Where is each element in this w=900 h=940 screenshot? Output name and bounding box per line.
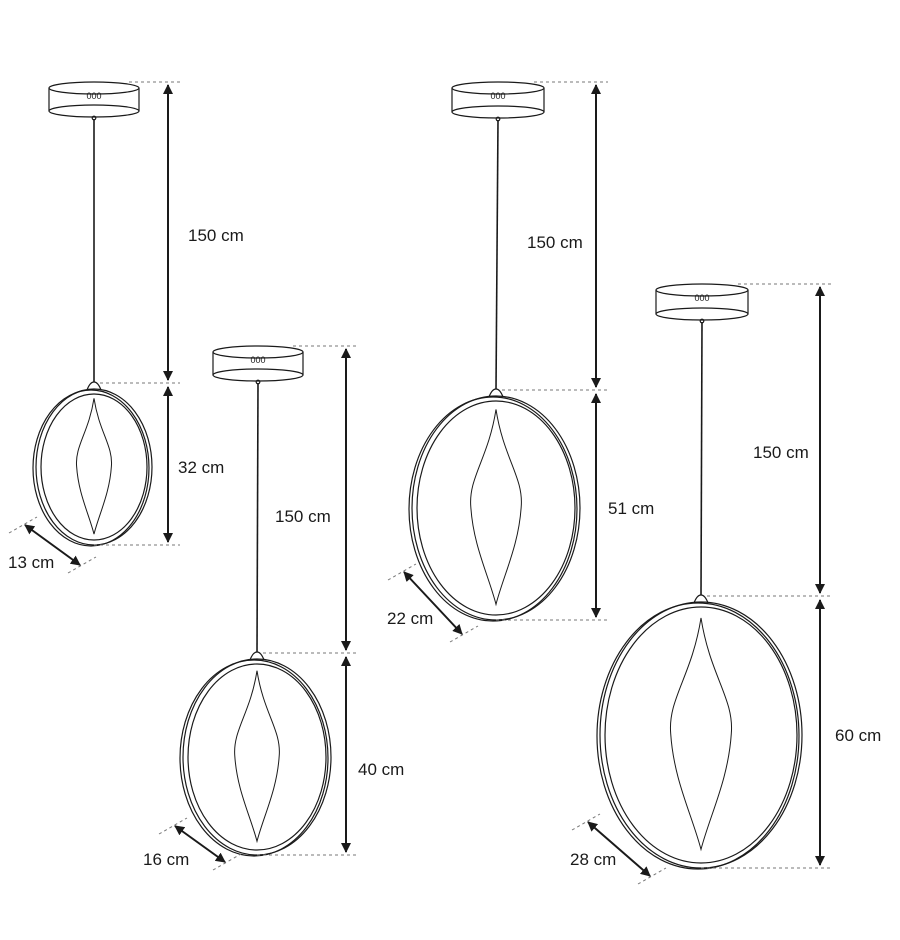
- canopy-base-edge: [48, 104, 140, 112]
- ring-outer-back-edge: [179, 659, 329, 857]
- lamp-4-height-label: 60 cm: [835, 726, 882, 745]
- extension-lines-4: [571, 283, 832, 885]
- lamp-4-cord-length-label: 150 cm: [753, 443, 809, 462]
- extension-line-depth-start: [158, 817, 188, 835]
- canopy-body: [655, 290, 749, 321]
- petal-shade: [76, 398, 112, 535]
- depth-arrow: [587, 821, 651, 877]
- ring-hanging-tab: [86, 381, 102, 391]
- canopy-switch-mark: 000: [86, 91, 101, 101]
- canopy-base-edge: [212, 368, 304, 376]
- ring-outer-edge: [35, 388, 153, 546]
- canopy-body: [451, 88, 545, 119]
- petal-shade: [470, 409, 522, 607]
- suspension-cord: [700, 321, 703, 597]
- ring-inner-edge: [40, 393, 148, 541]
- dimension-arrows-3: [403, 84, 601, 635]
- extension-line-depth-end: [67, 556, 97, 574]
- lamp-3-cord-length-label: 150 cm: [527, 233, 583, 252]
- extension-line-depth-start: [571, 813, 601, 831]
- lamp-3-height-label: 51 cm: [608, 499, 655, 518]
- lamp-1-cord-length-label: 150 cm: [188, 226, 244, 245]
- depth-arrow: [403, 571, 463, 635]
- dimension-arrows-4: [587, 286, 825, 877]
- dimension-arrows-2: [174, 348, 351, 863]
- ring-outer-back-edge: [408, 396, 578, 622]
- petal-shade: [669, 617, 733, 852]
- canopy-switch-mark: 000: [250, 355, 265, 365]
- extension-line-depth-end: [449, 625, 479, 643]
- lamp-1-height-label: 32 cm: [178, 458, 225, 477]
- ring-hanging-tab: [488, 388, 504, 398]
- ring-outer-edge: [411, 395, 581, 621]
- lamp-1-depth-label: 13 cm: [8, 553, 55, 572]
- ring-inner-edge: [416, 400, 576, 616]
- ring-outer-back-edge: [596, 602, 800, 870]
- ring-inner-edge: [604, 606, 798, 864]
- extension-lines-2: [158, 345, 358, 871]
- ring-hanging-tab: [249, 651, 265, 661]
- pendant-lamp-4: 000: [596, 283, 803, 870]
- canopy-switch-mark: 000: [694, 293, 709, 303]
- lamp-2-cord-length-label: 150 cm: [275, 507, 331, 526]
- canopy-base-edge: [451, 105, 545, 113]
- lamp-3-depth-label: 22 cm: [387, 609, 434, 628]
- lamp-2-depth-label: 16 cm: [143, 850, 190, 869]
- canopy-base-edge: [655, 307, 749, 315]
- lamp-4-depth-label: 28 cm: [570, 850, 617, 869]
- pendant-lamp-2: 000: [179, 345, 332, 857]
- depth-arrow: [174, 825, 226, 863]
- extension-line-depth-end: [637, 867, 667, 885]
- ring-outer-back-edge: [32, 389, 150, 547]
- depth-arrow: [24, 524, 81, 566]
- extension-line-depth-start: [387, 563, 417, 581]
- canopy-body: [212, 352, 304, 382]
- ring-outer-edge: [182, 658, 332, 856]
- suspension-cord: [256, 382, 259, 654]
- extension-line-depth-end: [212, 853, 242, 871]
- extension-lines-1: [8, 81, 180, 574]
- canopy-switch-mark: 000: [490, 91, 505, 101]
- dimension-arrows-1: [24, 84, 173, 566]
- petal-shade: [234, 670, 280, 844]
- suspension-cord: [495, 119, 499, 391]
- lamp-2-height-label: 40 cm: [358, 760, 405, 779]
- ring-hanging-tab: [693, 594, 709, 604]
- ring-outer-edge: [599, 601, 803, 869]
- ring-inner-edge: [187, 663, 327, 851]
- extension-lines-3: [387, 81, 608, 643]
- canopy-body: [48, 88, 140, 118]
- pendant-lamp-1: 000: [32, 81, 153, 547]
- pendant-lamp-3: 000: [408, 81, 581, 622]
- extension-line-depth-start: [8, 516, 38, 534]
